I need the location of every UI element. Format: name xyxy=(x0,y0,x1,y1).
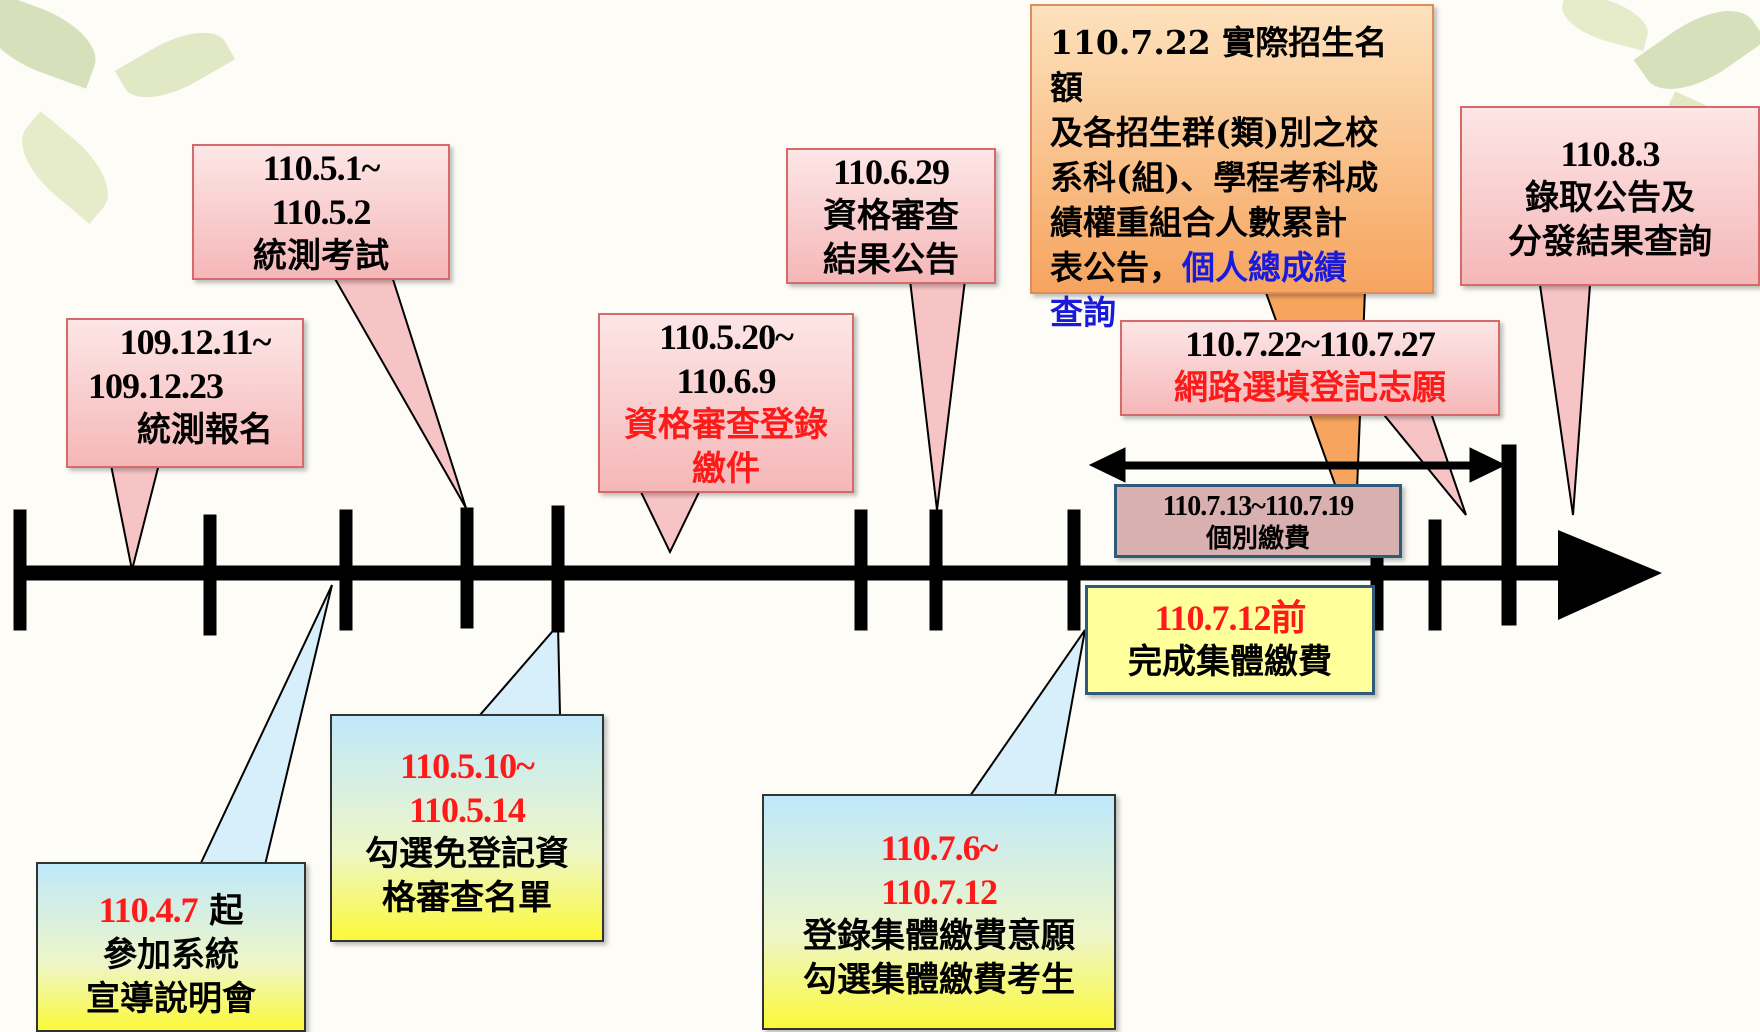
qual-label-2: 繳件 xyxy=(692,449,760,489)
exam-date-end: 110.5.2 xyxy=(271,192,371,232)
span-arrow xyxy=(1088,447,1507,483)
quota-line-1: 110.7.22 實際招生名額 xyxy=(1050,23,1388,107)
quota-score-query: 個人總成績 xyxy=(1182,248,1347,287)
pointer-result xyxy=(908,279,967,511)
reg-date-end: 109.12.23 xyxy=(88,366,224,406)
event-box-group-registration: 110.7.6~ 110.7.12 登錄集體繳費意願 勾選集體繳費考生 xyxy=(762,794,1116,1030)
qual-date-start: 110.5.20~ xyxy=(659,317,794,357)
quota-line-4: 績權重組合人數累計 xyxy=(1050,203,1347,242)
axis-tick xyxy=(1428,519,1442,631)
callout-pointers-below xyxy=(198,584,1086,866)
pointer-announce xyxy=(1538,284,1592,516)
event-box-exam: 110.5.1~ 110.5.2 統測考試 xyxy=(192,144,450,280)
quota-line-5: 表公告，個人總成績 xyxy=(1050,245,1420,290)
event-box-exempt-list: 110.5.10~ 110.5.14 勾選免登記資 格審查名單 xyxy=(330,714,604,942)
announce-label-2: 分發結果查詢 xyxy=(1508,222,1712,262)
group-pay-date: 110.7.12前 xyxy=(1154,598,1306,638)
group-date-start: 110.7.6~ xyxy=(880,828,999,868)
exempt-label-1: 勾選免登記資 xyxy=(365,834,569,874)
choose-date: 110.7.22~110.7.27 xyxy=(1185,324,1436,364)
exempt-label-2: 格審查名單 xyxy=(382,878,552,918)
group-pay-label: 完成集體繳費 xyxy=(1128,642,1332,682)
axis-tick xyxy=(551,505,565,633)
briefing-date: 110.4.7 xyxy=(98,890,199,930)
reg-date-start: 109.12.11~ xyxy=(119,322,272,362)
pointer-qual xyxy=(638,489,702,555)
result-date: 110.6.29 xyxy=(832,152,950,192)
qual-label-1: 資格審查登錄 xyxy=(624,405,828,445)
quota-line-5-text: 表公告， xyxy=(1050,248,1182,287)
group-label-2: 勾選集體繳費考生 xyxy=(803,960,1075,1000)
axis-tick xyxy=(460,507,474,629)
briefing-start: 起 xyxy=(197,891,244,931)
pointer-exam xyxy=(328,269,467,509)
quota-line-2: 及各招生群(類)別之校 xyxy=(1050,113,1379,152)
quota-line-6: 查詢 xyxy=(1050,293,1116,332)
event-box-result: 110.6.29 資格審查 結果公告 xyxy=(786,148,996,284)
individual-pay-label: 個別繳費 xyxy=(1205,524,1310,554)
event-box-individual-pay: 110.7.13~110.7.19 個別繳費 xyxy=(1114,484,1402,558)
quota-line-3: 系科(組)、學程考科成 xyxy=(1050,158,1379,197)
reg-label: 統測報名 xyxy=(137,410,273,450)
individual-pay-date: 110.7.13~110.7.19 xyxy=(1162,491,1354,522)
axis-tick xyxy=(339,509,353,631)
exempt-date-start: 110.5.10~ xyxy=(400,746,535,786)
axis-tick xyxy=(929,509,943,631)
timeline-axis xyxy=(13,444,1662,636)
pointer-group xyxy=(968,629,1086,797)
briefing-line-1: 110.4.7 起 xyxy=(38,888,304,933)
result-label-2: 結果公告 xyxy=(823,240,959,280)
axis-line xyxy=(19,565,1566,581)
event-box-choose-volunteer: 110.7.22~110.7.27 網路選填登記志願 xyxy=(1120,320,1500,416)
axis-tick xyxy=(1501,444,1517,626)
event-box-quota: 110.7.22 實際招生名額 及各招生群(類)別之校 系科(組)、學程考科成 … xyxy=(1030,4,1434,332)
exam-date-start: 110.5.1~ xyxy=(262,148,381,188)
axis-tick xyxy=(203,514,217,636)
event-box-qualification: 110.5.20~ 110.6.9 資格審查登錄 繳件 xyxy=(598,313,854,493)
event-box-announcement: 110.8.3 錄取公告及 分發結果查詢 xyxy=(1460,106,1760,286)
qual-date-end: 110.6.9 xyxy=(676,361,776,401)
axis-tick xyxy=(13,509,27,631)
event-box-group-pay: 110.7.12前 完成集體繳費 xyxy=(1085,585,1375,695)
briefing-line-2: 參加系統 xyxy=(103,935,239,975)
axis-tick xyxy=(1067,509,1081,631)
briefing-line-3: 宣導說明會 xyxy=(86,979,256,1019)
group-date-end: 110.7.12 xyxy=(880,872,998,912)
event-box-briefing: 110.4.7 起 參加系統 宣導說明會 xyxy=(36,862,306,1032)
pointer-reg xyxy=(108,459,162,571)
announce-date: 110.8.3 xyxy=(1560,134,1660,174)
axis-arrowhead xyxy=(1558,530,1662,620)
exempt-date-end: 110.5.14 xyxy=(408,790,526,830)
group-label-1: 登錄集體繳費意願 xyxy=(803,916,1075,956)
axis-tick xyxy=(854,509,868,631)
exam-label: 統測考試 xyxy=(253,236,389,276)
result-label-1: 資格審查 xyxy=(823,196,959,236)
event-box-registration: 109.12.11~ 109.12.23 統測報名 xyxy=(66,318,304,468)
pointer-exempt xyxy=(477,622,562,716)
pointer-briefing xyxy=(198,584,333,866)
choose-label: 網路選填登記志願 xyxy=(1174,368,1446,408)
announce-label-1: 錄取公告及 xyxy=(1525,178,1695,218)
